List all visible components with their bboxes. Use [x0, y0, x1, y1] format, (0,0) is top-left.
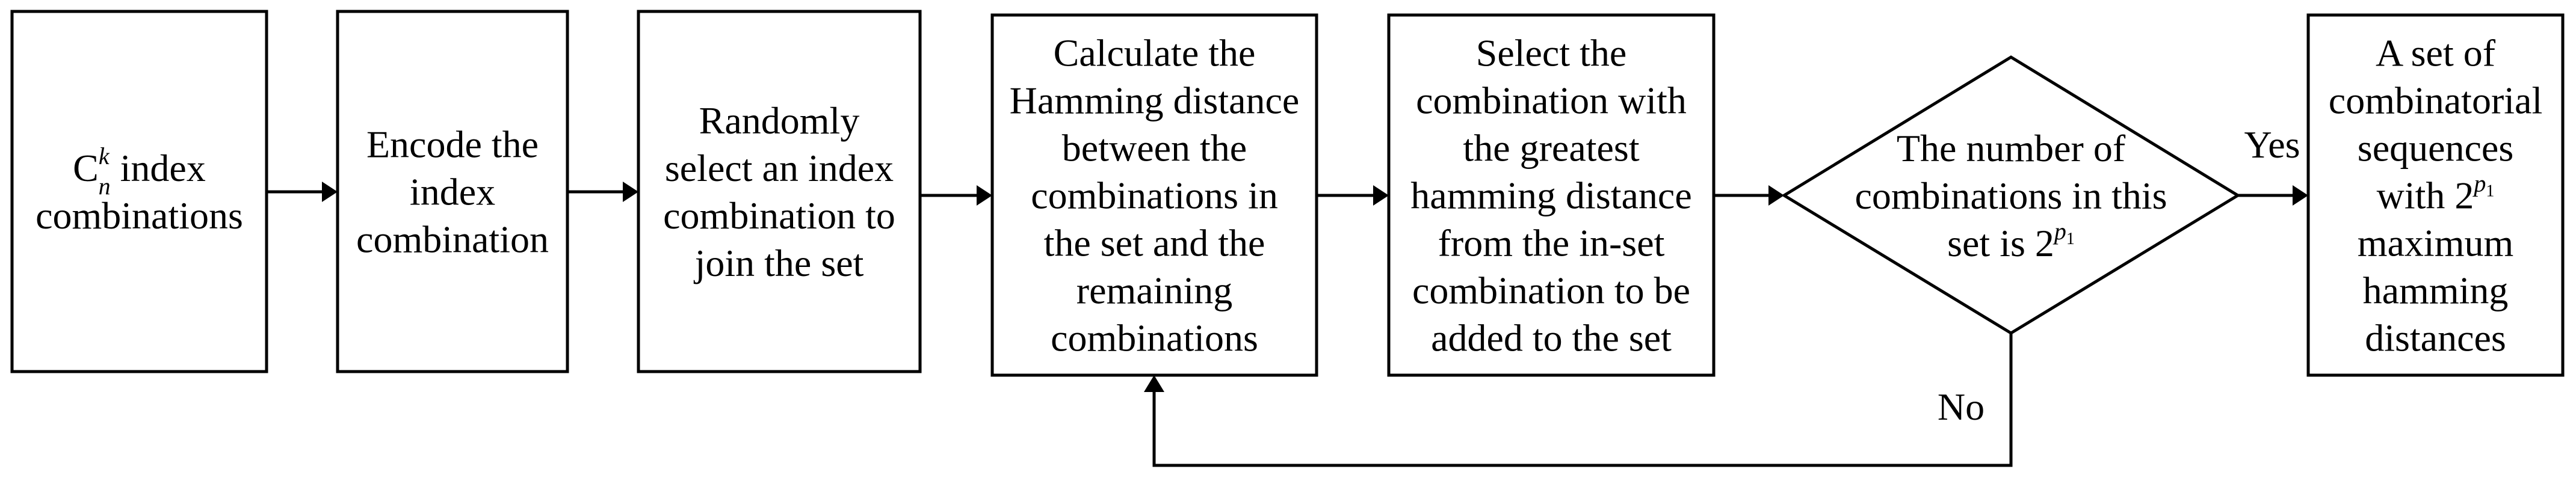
text-segment: C — [73, 147, 99, 189]
arrowhead-icon — [1373, 185, 1389, 206]
node-text-line: distances — [2365, 317, 2506, 360]
yes-label: Yes — [2244, 123, 2300, 166]
process-box — [990, 13, 1318, 377]
node-text-line: with 2p1 — [2377, 170, 2495, 217]
process-box — [336, 10, 569, 373]
node-text-line: hamming distance — [1410, 174, 1691, 217]
arrowhead-icon — [1768, 185, 1784, 206]
node-text-line: sequences — [2358, 127, 2513, 170]
arrowhead-icon — [1144, 375, 1164, 392]
arrowhead-icon — [322, 182, 338, 202]
decision-diamond — [1781, 55, 2241, 335]
node-text-line: combination with — [1416, 79, 1687, 122]
node-text-line: hamming — [2363, 269, 2509, 312]
arrow-no-loop — [1144, 333, 2013, 467]
node-text-line: between the — [1062, 127, 1247, 170]
node-text-line: combinations in this — [1855, 174, 2167, 217]
node-text-line: index — [410, 171, 495, 213]
node-text-line: Encode the — [366, 123, 539, 166]
text-segment: n — [99, 173, 111, 200]
node-text-line: from the in-set — [1438, 222, 1665, 265]
node-text-line: combinations in — [1031, 174, 1278, 217]
node-text-line: join the set — [694, 242, 864, 284]
arrow-2-to-3 — [567, 182, 638, 202]
node-text-line: the set and the — [1044, 222, 1265, 265]
text-segment: k — [99, 142, 110, 170]
arrowhead-icon — [2293, 185, 2308, 206]
node-text-line: set is 2p1 — [1947, 218, 2075, 265]
arrow-3-to-4 — [920, 185, 992, 206]
text-segment: p — [2052, 218, 2066, 245]
text-segment: 1 — [2486, 182, 2494, 201]
arrowhead-icon — [623, 182, 638, 202]
arrow-5-to-decision — [1714, 185, 1784, 206]
no-label: No — [1938, 385, 1985, 428]
arrow-4-to-5 — [1317, 185, 1389, 206]
edges — [267, 182, 2308, 467]
text-segment: p — [2472, 170, 2486, 197]
node-encode: Encode the index combination — [336, 10, 569, 373]
text-segment: index — [111, 147, 206, 189]
arrowhead-icon — [977, 185, 992, 206]
node-text-line: added to the set — [1431, 317, 1672, 360]
node-text-line: Hamming distance — [1010, 79, 1300, 122]
node-random-select: Randomly select an index combination to joi… — [637, 10, 922, 373]
text-segment: with 2 — [2377, 174, 2474, 217]
node-text-line: combinatorial — [2329, 79, 2542, 122]
process-box — [10, 10, 268, 373]
arrow-yes-to-result — [2237, 185, 2308, 206]
process-box — [1387, 13, 1716, 377]
node-text-line: combination to be — [1412, 269, 1690, 312]
text-segment: 1 — [2066, 230, 2075, 248]
node-text-line: A set of — [2376, 32, 2496, 75]
node-text-line: Select the — [1476, 32, 1627, 75]
text-segment: set is 2 — [1947, 222, 2054, 265]
node-text-line: combination to — [663, 194, 895, 237]
node-text-line: combination — [356, 218, 549, 261]
node-text-line: maximum — [2358, 222, 2514, 265]
node-text-line: select an index — [665, 147, 894, 189]
node-text-line: Randomly — [699, 99, 860, 142]
node-text-line: combinations — [1051, 317, 1258, 360]
node-text-line: remaining — [1076, 269, 1232, 312]
node-text-line: combinations — [36, 194, 243, 237]
node-text-line: the greatest — [1463, 127, 1639, 170]
process-box — [2306, 13, 2565, 377]
node-text-line: The number of — [1897, 127, 2126, 170]
node-text-line: Calculate the — [1054, 32, 1256, 75]
process-box — [637, 10, 922, 373]
arrow-1-to-2 — [267, 182, 338, 202]
